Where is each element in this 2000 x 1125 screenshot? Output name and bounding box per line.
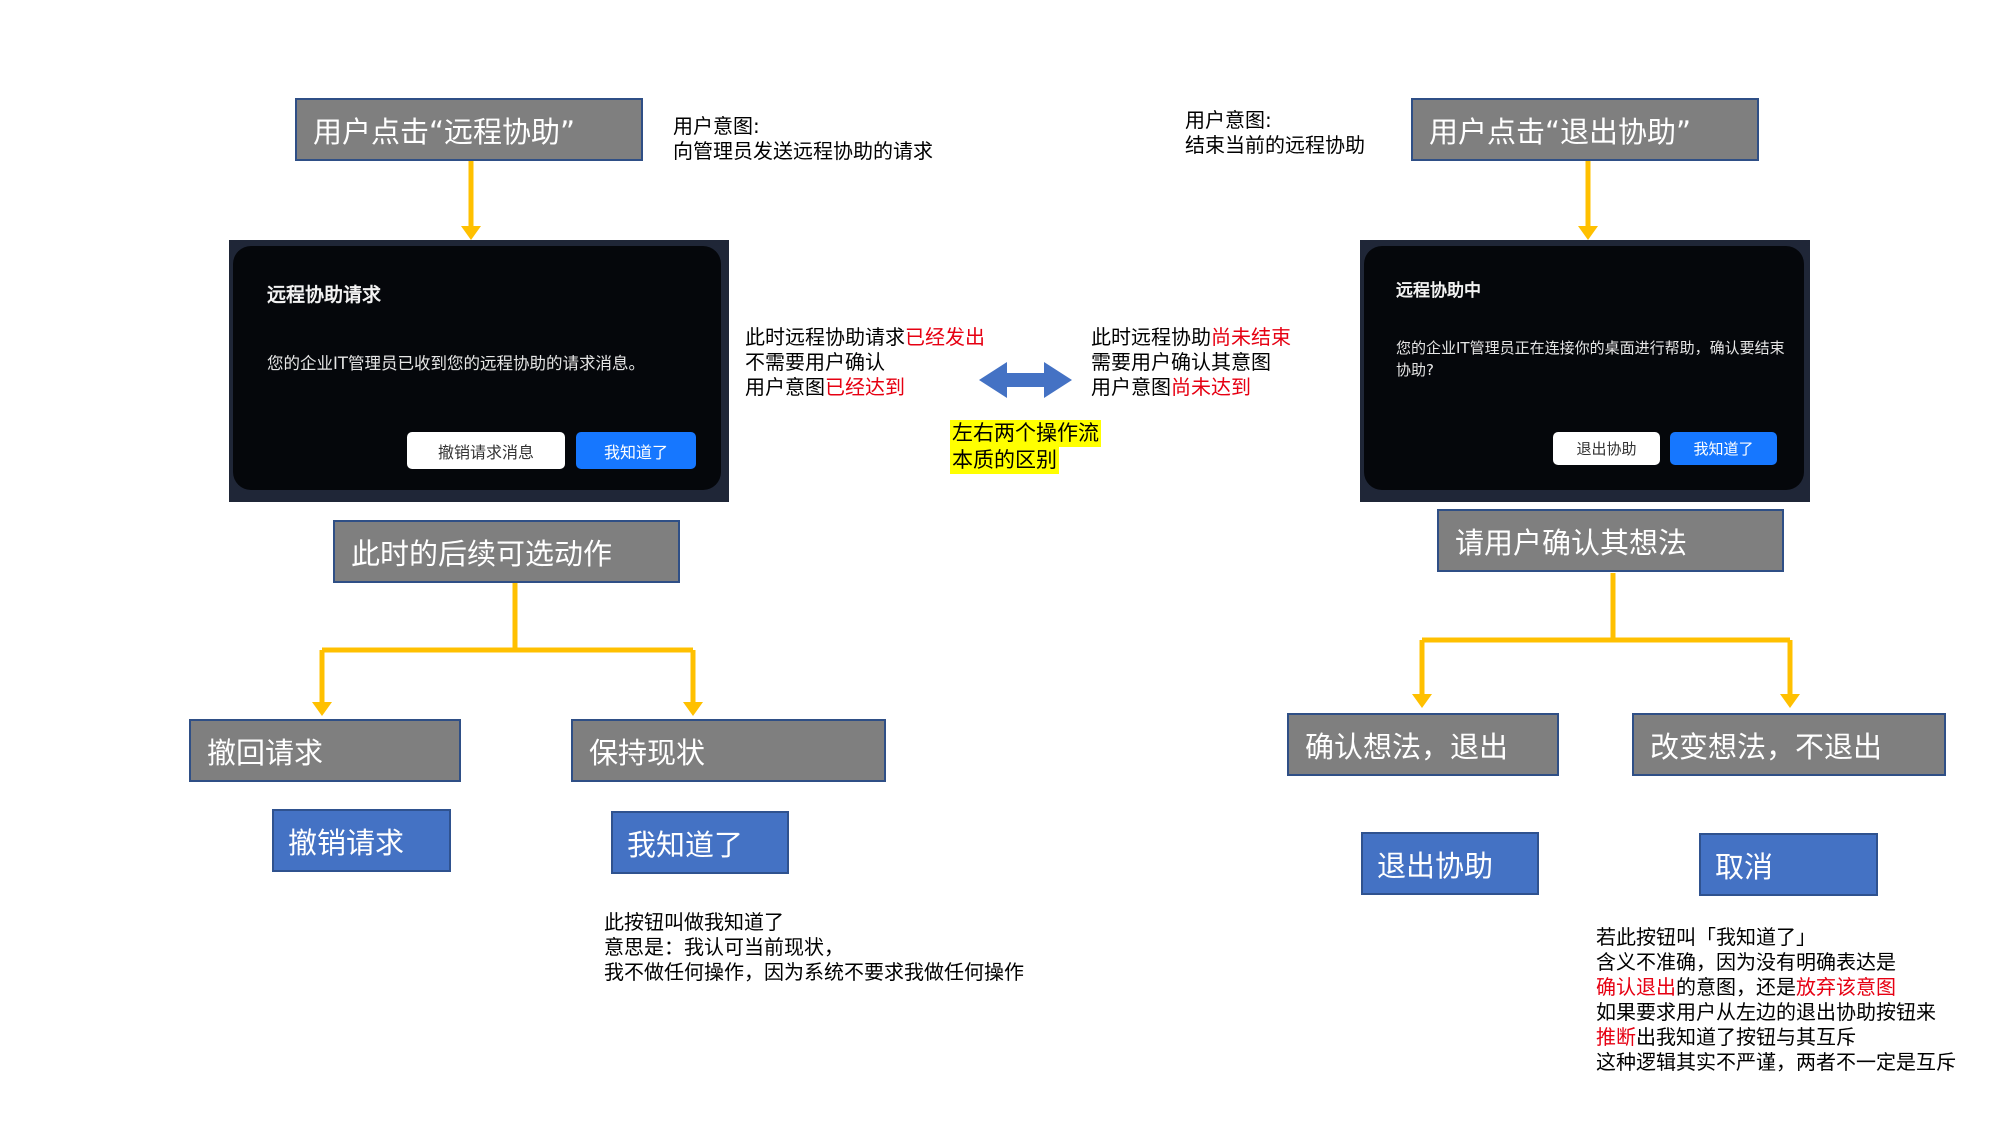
- right-bottom-l3-mid: 的意图，还是: [1676, 975, 1796, 999]
- left-intent-note: 用户意图: 向管理员发送远程协助的请求: [673, 114, 933, 164]
- arrowhead: [461, 226, 481, 240]
- left-bottom-note: 此按钮叫做我知道了 意思是：我认可当前现状， 我不做任何操作，因为系统不要求我做…: [604, 910, 1024, 985]
- right-status-l2: 需要用户确认其意图: [1091, 350, 1271, 374]
- left-intent-line-1: 用户意图:: [673, 114, 760, 138]
- right-option-change: 改变想法，不退出: [1632, 713, 1946, 776]
- left-status-note: 此时远程协助请求已经发出 不需要用户确认 用户意图已经达到: [745, 325, 985, 400]
- right-dialog-title: 远程协助中: [1396, 281, 1481, 301]
- left-intent-line-2: 向管理员发送远程协助的请求: [673, 139, 933, 163]
- center-highlight-1: 左右两个操作流: [950, 420, 1101, 447]
- left-option-keep-label: 保持现状: [589, 735, 706, 770]
- left-option-withdraw-label: 撤回请求: [207, 735, 324, 770]
- double-arrow-icon: [979, 362, 1072, 398]
- left-dialog-title: 远程协助请求: [267, 284, 382, 306]
- left-dialog-panel: 远程协助请求 您的企业IT管理员已收到您的远程协助的请求消息。 撤销请求消息 我…: [233, 246, 721, 490]
- left-mid-box: 此时的后续可选动作: [333, 520, 680, 583]
- right-intent-line-2: 结束当前的远程协助: [1185, 133, 1365, 157]
- left-top-box-label: 用户点击“远程协助”: [313, 114, 576, 149]
- right-option-confirm: 确认想法，退出: [1287, 713, 1559, 776]
- left-status-l3: 用户意图: [745, 375, 825, 399]
- cancel-box-label: 取消: [1715, 849, 1774, 884]
- right-status-l1-red: 尚未结束: [1211, 325, 1291, 349]
- right-status-l3: 用户意图: [1091, 375, 1171, 399]
- right-bottom-l2: 含义不准确，因为没有明确表达是: [1596, 950, 1896, 974]
- left-bottom-l3: 我不做任何操作，因为系统不要求我做任何操作: [604, 960, 1024, 984]
- right-mid-box-label: 请用户确认其想法: [1455, 525, 1688, 560]
- left-status-l2: 不需要用户确认: [745, 350, 885, 374]
- left-mid-box-label: 此时的后续可选动作: [351, 536, 613, 571]
- right-bottom-l3-red1: 确认退出: [1596, 975, 1676, 999]
- left-dialog-message: 您的企业IT管理员已收到您的远程协助的请求消息。: [267, 354, 645, 373]
- got-it-box-button[interactable]: 我知道了: [611, 811, 789, 874]
- got-it-button[interactable]: 我知道了: [576, 432, 696, 469]
- right-bottom-l5-red: 推断: [1596, 1025, 1636, 1049]
- cancel-box-button[interactable]: 取消: [1699, 833, 1878, 896]
- right-bottom-note: 若此按钮叫「我知道了」 含义不准确，因为没有明确表达是 确认退出的意图，还是放弃…: [1596, 925, 1956, 1075]
- got-it-button-right[interactable]: 我知道了: [1670, 432, 1777, 465]
- left-dialog-screenshot: 远程协助请求 您的企业IT管理员已收到您的远程协助的请求消息。 撤销请求消息 我…: [229, 240, 729, 502]
- right-bottom-l1: 若此按钮叫「我知道了」: [1596, 925, 1816, 949]
- cancel-request-message-button[interactable]: 撤销请求消息: [407, 432, 565, 469]
- right-intent-line-1: 用户意图:: [1185, 108, 1272, 132]
- cancel-request-button[interactable]: 撤销请求: [272, 809, 451, 872]
- exit-assist-box-button[interactable]: 退出协助: [1361, 832, 1539, 895]
- right-bottom-l3-red2: 放弃该意图: [1796, 975, 1896, 999]
- right-bottom-l6: 这种逻辑其实不严谨，两者不一定是互斥: [1596, 1050, 1956, 1074]
- exit-assist-box-label: 退出协助: [1377, 848, 1494, 883]
- left-bottom-l2: 意思是：我认可当前现状，: [604, 935, 844, 959]
- left-status-l3-red: 已经达到: [825, 375, 905, 399]
- right-status-note: 此时远程协助尚未结束 需要用户确认其意图 用户意图尚未达到: [1091, 325, 1291, 400]
- right-bottom-l4: 如果要求用户从左边的退出协助按钮来: [1596, 1000, 1936, 1024]
- center-highlight-2: 本质的区别: [950, 447, 1059, 474]
- right-mid-box: 请用户确认其想法: [1437, 509, 1784, 572]
- right-dialog-panel: 远程协助中 您的企业IT管理员正在连接你的桌面进行帮助，确认要结束协助? 退出协…: [1364, 246, 1804, 490]
- right-top-box: 用户点击“退出协助”: [1411, 98, 1759, 161]
- right-status-l1: 此时远程协助: [1091, 325, 1211, 349]
- left-status-l1: 此时远程协助请求: [745, 325, 905, 349]
- cancel-request-label: 撤销请求: [288, 825, 405, 860]
- left-top-box: 用户点击“远程协助”: [295, 98, 643, 161]
- left-option-withdraw: 撤回请求: [189, 719, 461, 782]
- right-dialog-screenshot: 远程协助中 您的企业IT管理员正在连接你的桌面进行帮助，确认要结束协助? 退出协…: [1360, 240, 1810, 502]
- right-option-change-label: 改变想法，不退出: [1650, 729, 1883, 764]
- left-status-l1-red: 已经发出: [905, 325, 985, 349]
- right-dialog-message: 您的企业IT管理员正在连接你的桌面进行帮助，确认要结束协助?: [1396, 339, 1785, 379]
- left-option-keep: 保持现状: [571, 719, 886, 782]
- exit-assist-button[interactable]: 退出协助: [1553, 432, 1660, 465]
- right-status-l3-red: 尚未达到: [1171, 375, 1251, 399]
- right-top-box-label: 用户点击“退出协助”: [1429, 114, 1692, 149]
- right-intent-note: 用户意图: 结束当前的远程协助: [1185, 108, 1365, 158]
- got-it-box-label: 我知道了: [627, 827, 744, 862]
- right-option-confirm-label: 确认想法，退出: [1305, 729, 1509, 764]
- right-bottom-l5-rest: 出我知道了按钮与其互斥: [1636, 1025, 1856, 1049]
- left-bottom-l1: 此按钮叫做我知道了: [604, 910, 784, 934]
